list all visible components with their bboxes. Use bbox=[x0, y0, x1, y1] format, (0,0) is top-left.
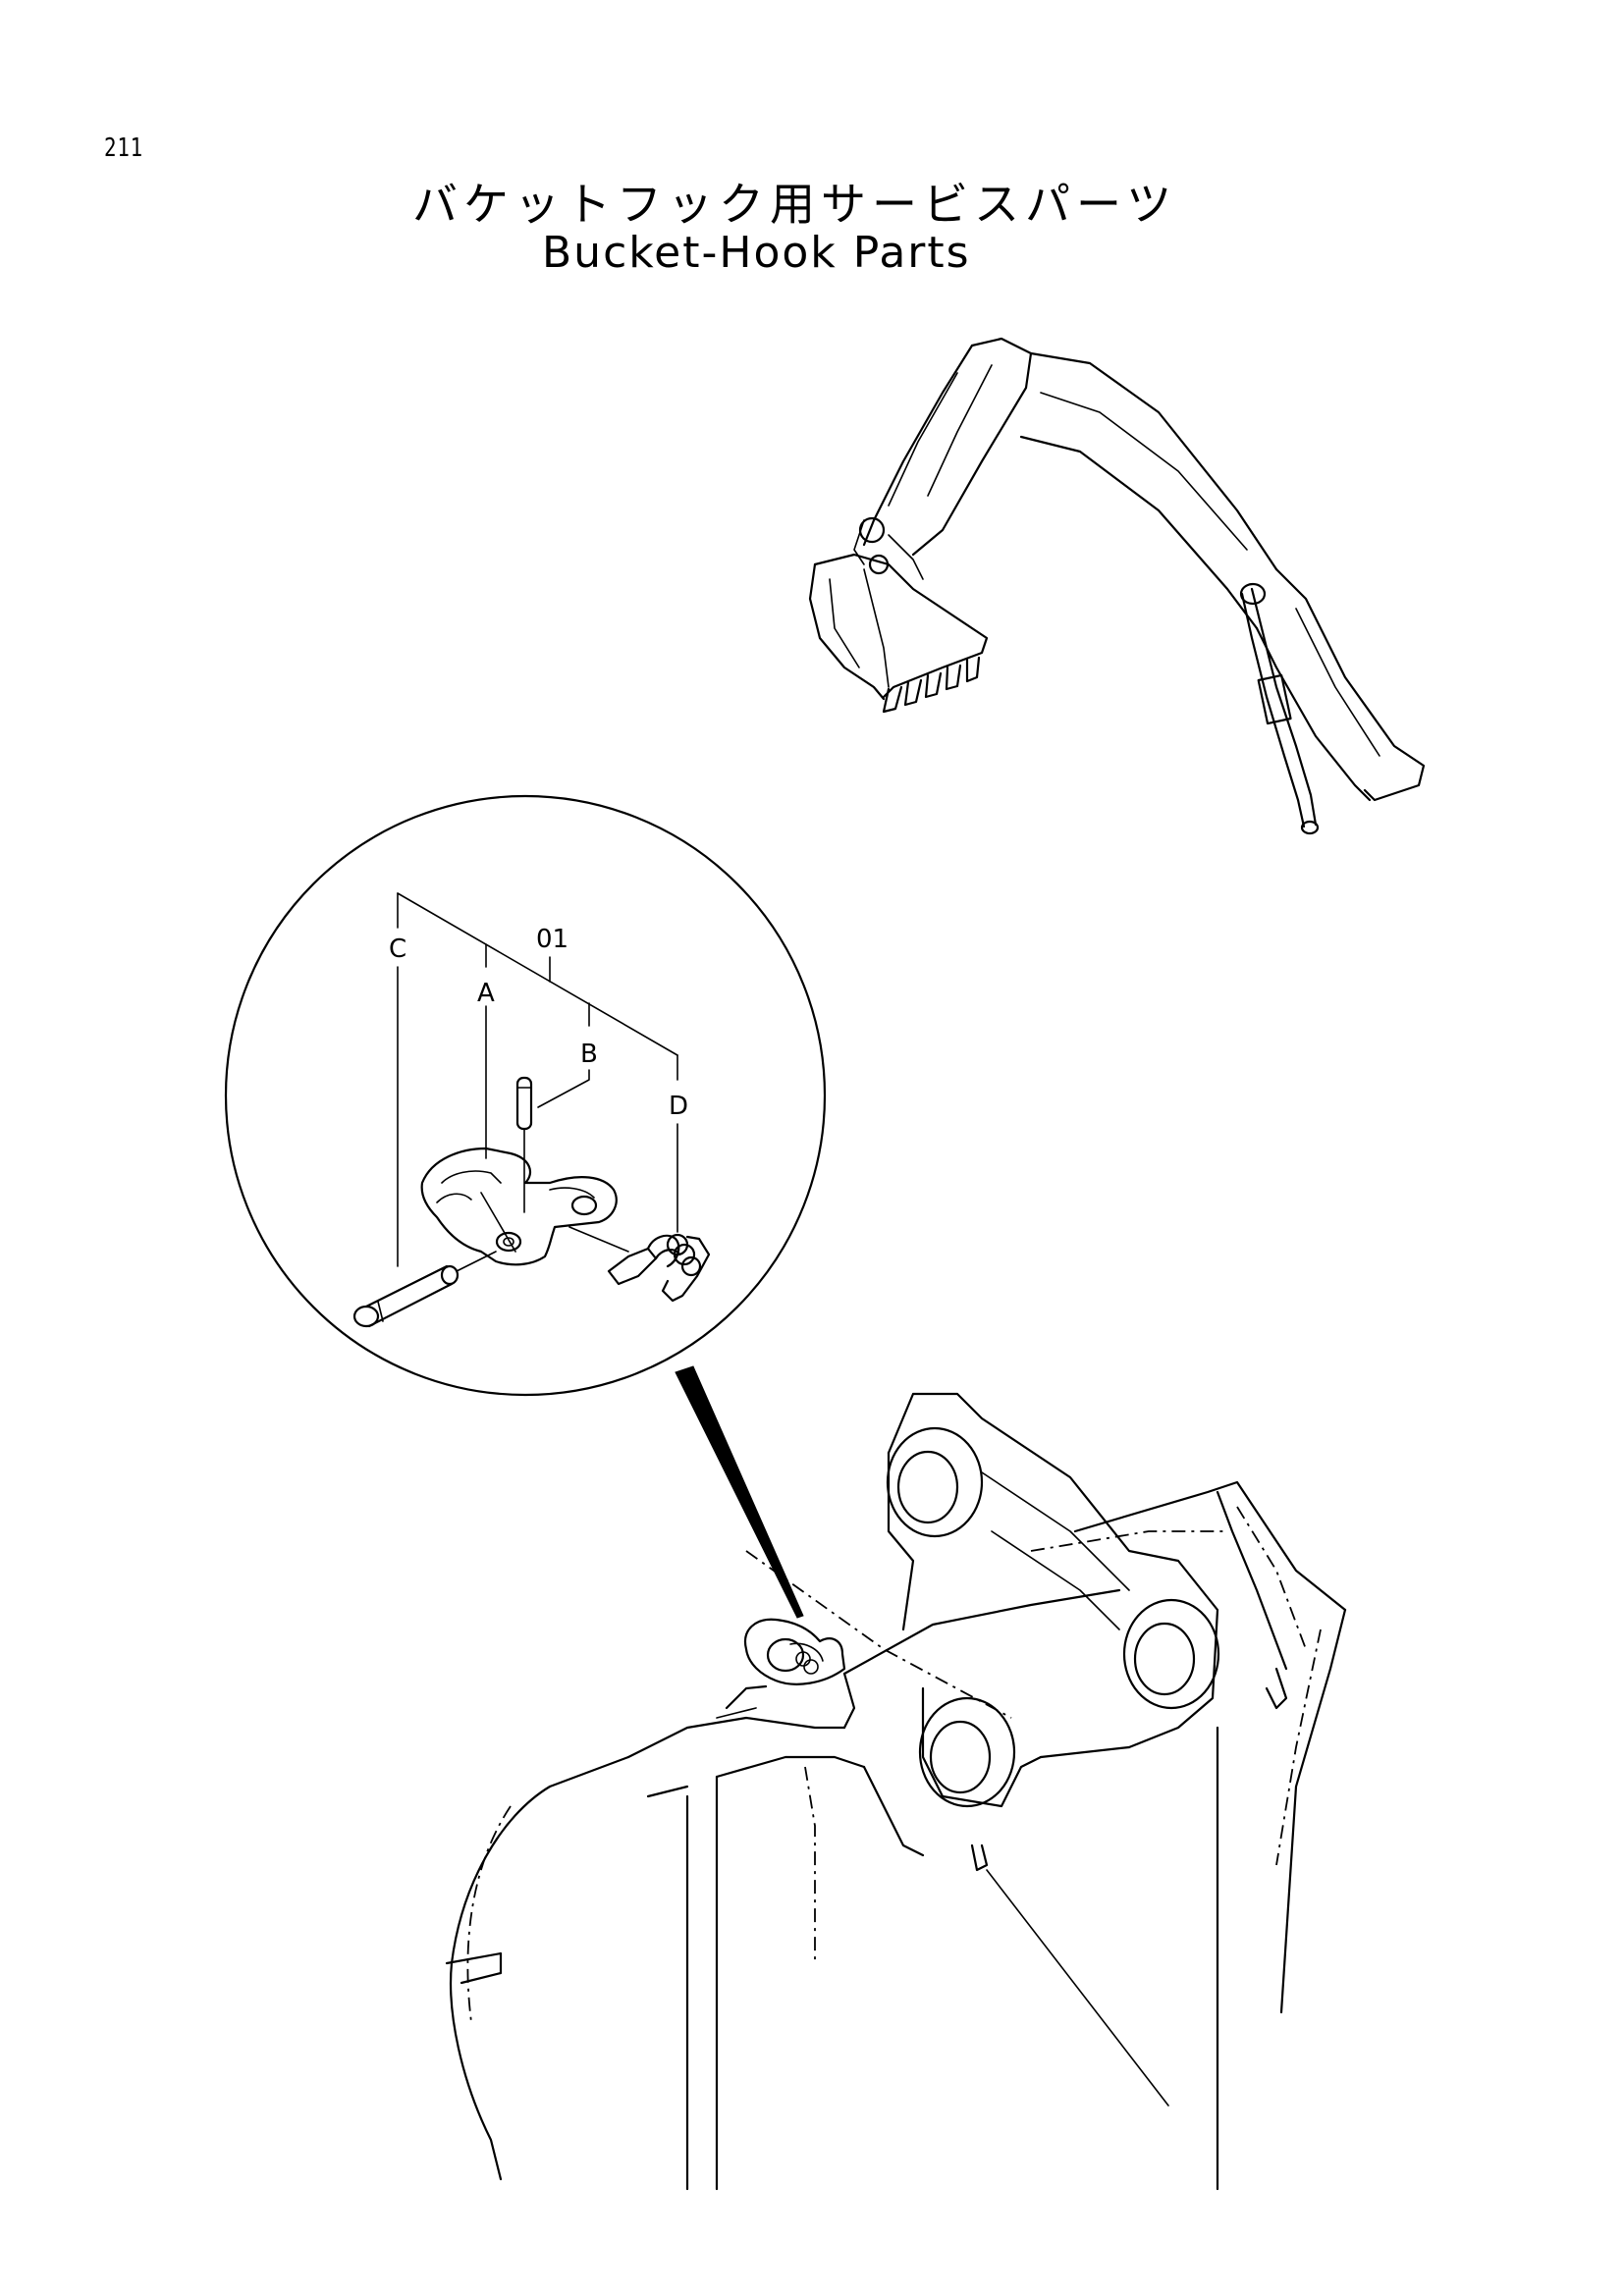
excavator-overview-illustration bbox=[808, 337, 1426, 835]
torsion-spring-part-d bbox=[568, 1226, 711, 1303]
detail-magnifier-circle bbox=[224, 794, 827, 1619]
callout-assembly-label: 01 bbox=[536, 925, 568, 954]
callout-part-a-label: A bbox=[477, 979, 495, 1008]
callout-leader-lines bbox=[397, 892, 678, 1267]
callout-part-d-label: D bbox=[669, 1092, 688, 1121]
callout-part-b-label: B bbox=[580, 1040, 598, 1069]
pin-part-c bbox=[352, 1251, 497, 1328]
bucket-closeup-illustration bbox=[445, 1392, 1347, 2191]
callout-part-c-label: C bbox=[389, 934, 406, 964]
page-title-english: Bucket-Hook Parts bbox=[542, 228, 971, 278]
spring-pin-part-b bbox=[515, 1076, 533, 1213]
page-title-japanese: バケットフック用サービスパーツ bbox=[412, 178, 1178, 231]
hook-body-part-a bbox=[420, 1147, 618, 1266]
callout-labels: 01 C A B D bbox=[389, 925, 688, 1121]
page-number: 211 bbox=[104, 133, 143, 163]
